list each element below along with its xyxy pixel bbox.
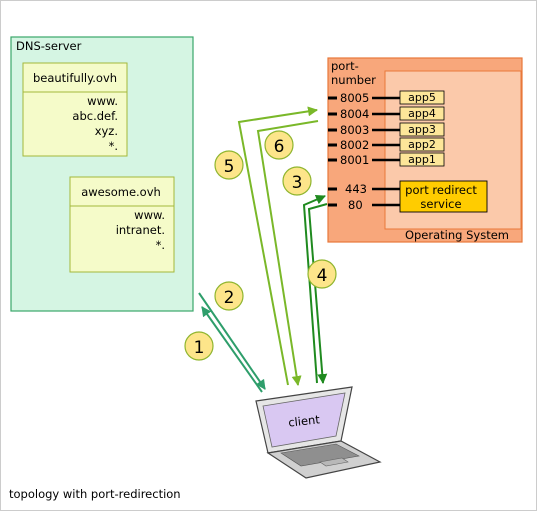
laptop-screen	[262, 392, 346, 448]
client-laptop: client	[255, 386, 382, 479]
redirect-box	[399, 180, 488, 213]
app-box	[399, 152, 445, 167]
step-badge-1: 1	[184, 331, 214, 361]
port-number: 8002	[340, 138, 369, 152]
step-badge-2: 2	[214, 281, 244, 311]
arrows	[198, 106, 328, 393]
port-8004: 8004	[328, 107, 400, 121]
step-circle	[184, 331, 214, 361]
port-80: 80	[328, 198, 400, 212]
step-badge-4: 4	[307, 259, 337, 289]
port-number: 80	[348, 198, 363, 212]
step-number: 2	[224, 288, 235, 308]
app2: app2	[399, 137, 445, 152]
step-circle	[264, 130, 294, 160]
step-number: 4	[317, 266, 328, 286]
port-number: 8001	[340, 153, 369, 167]
zone-entry: *.	[109, 139, 118, 153]
step-badges: 1 2 3 4 5 6	[184, 130, 337, 361]
zone-entry: abc.def.	[72, 109, 118, 123]
app-label: app1	[408, 153, 436, 166]
port-8002: 8002	[328, 138, 400, 152]
port-number-label: number	[331, 73, 376, 87]
zone-name: beautifully.ovh	[33, 71, 117, 85]
step-badge-6: 6	[264, 130, 294, 160]
arrow-step-4	[307, 203, 328, 384]
port-8001: 8001	[328, 153, 400, 167]
redirect-label: port redirect	[405, 183, 477, 197]
port-8003: 8003	[328, 123, 400, 137]
zone-name: awesome.ovh	[81, 185, 161, 199]
arrow-step-5	[237, 106, 318, 386]
app4: app4	[399, 106, 445, 121]
dns-server-label: DNS-server	[16, 39, 82, 53]
port-number: 443	[345, 182, 367, 196]
client-label: client	[288, 412, 321, 429]
zone-awesome: awesome.ovh www. intranet. *.	[69, 176, 175, 273]
zone-entry: *.	[156, 238, 165, 252]
redirect-label: service	[420, 197, 461, 211]
step-number: 6	[274, 137, 285, 157]
step-badge-3: 3	[282, 166, 312, 196]
app-box	[399, 137, 445, 152]
port-redirect-service: port redirect service	[399, 180, 488, 213]
step-number: 3	[292, 173, 303, 193]
step-number: 5	[224, 157, 235, 177]
laptop-keyboard	[280, 443, 360, 467]
os-label: Operating System	[405, 228, 509, 242]
step-badge-5: 5	[214, 150, 244, 180]
app1: app1	[399, 152, 445, 167]
arrow-step-2	[198, 292, 266, 390]
app5: app5	[399, 90, 445, 105]
step-circle	[282, 166, 312, 196]
app3: app3	[399, 122, 445, 137]
port-number-label: port-	[331, 59, 359, 73]
zone-box	[69, 176, 175, 273]
app-label: app2	[408, 138, 436, 151]
app-box	[399, 90, 445, 105]
operating-system: port- number Operating System 8005 8004 …	[327, 57, 523, 243]
app-box	[399, 106, 445, 121]
app-box	[399, 122, 445, 137]
app-label: app5	[408, 91, 436, 104]
step-circle	[214, 150, 244, 180]
arrow-step-6	[256, 120, 319, 386]
port-number: 8005	[340, 91, 369, 105]
port-number: 8004	[340, 107, 369, 121]
laptop-touchpad	[319, 457, 349, 467]
diagram-caption: topology with port-redirection	[9, 487, 181, 501]
port-number: 8003	[340, 123, 369, 137]
step-circle	[214, 281, 244, 311]
app-label: app4	[408, 107, 436, 120]
step-circle	[307, 259, 337, 289]
dns-server: DNS-server beautifully.ovh www. abc.def.…	[10, 36, 194, 312]
zone-beautifully: beautifully.ovh www. abc.def. xyz. *.	[22, 62, 128, 157]
zone-entry: www.	[87, 94, 118, 108]
zone-entry: www.	[134, 208, 165, 222]
zone-box	[22, 62, 128, 157]
zone-entry: xyz.	[95, 124, 118, 138]
app-label: app3	[408, 123, 436, 136]
port-443: 443	[328, 182, 400, 196]
arrow-step-3	[302, 194, 326, 384]
port-8005: 8005	[328, 91, 400, 105]
zone-entry: intranet.	[116, 223, 165, 237]
step-number: 1	[194, 338, 205, 358]
arrow-step-1	[201, 306, 263, 393]
